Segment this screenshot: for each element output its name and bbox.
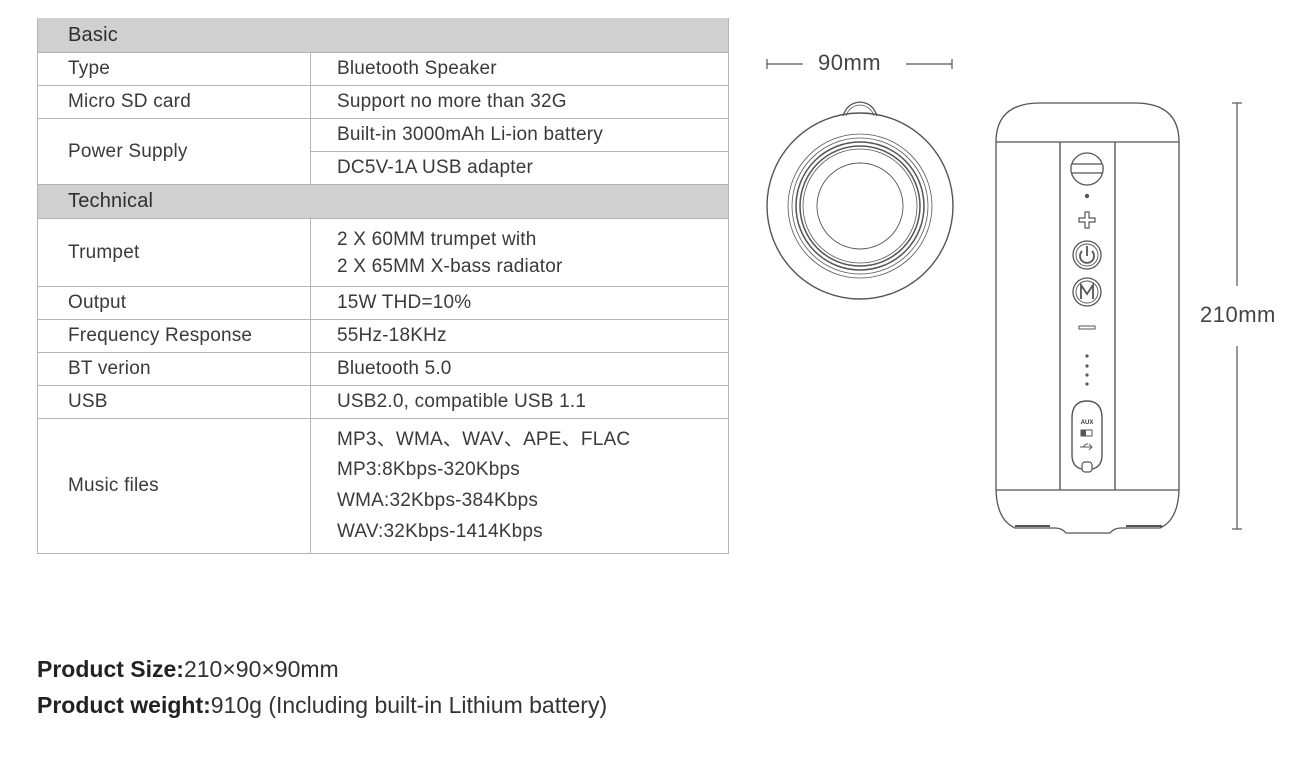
led-dot-icon (1084, 193, 1090, 199)
table-row: USB USB2.0, compatible USB 1.1 (37, 385, 729, 419)
spec-value: USB2.0, compatible USB 1.1 (310, 385, 729, 419)
spec-value-line: MP3、WMA、WAV、APE、FLAC (337, 428, 631, 450)
volume-down-icon (1078, 325, 1096, 330)
spec-value: Built-in 3000mAh Li-ion battery (310, 118, 729, 152)
product-weight-row: Product weight:910g (Including built-in … (37, 687, 607, 723)
spec-label: USB (37, 385, 311, 419)
spec-value-line: 2 X 60MM trumpet with (337, 228, 537, 250)
width-dimension-label: 90mm (818, 50, 882, 75)
spec-value: 55Hz-18KHz (310, 319, 729, 353)
section-title: Technical (37, 184, 729, 219)
spec-value-line: 2 X 65MM X-bass radiator (337, 255, 563, 277)
spec-label: Music files (37, 418, 311, 554)
product-info: Product Size:210×90×90mm Product weight:… (37, 651, 607, 723)
speaker-top-view-icon (766, 101, 954, 300)
width-dimension-line-icon (766, 59, 953, 69)
spec-value-line: WAV:32Kbps-1414Kbps (337, 520, 543, 542)
mode-icon (1072, 277, 1102, 307)
section-header-technical: Technical (37, 184, 729, 219)
spec-value-line: WMA:32Kbps-384Kbps (337, 489, 539, 511)
volume-up-icon (1078, 211, 1096, 229)
aux-port-label: AUX (1081, 420, 1094, 426)
product-weight-key: Product weight: (37, 692, 211, 718)
table-row: Music files MP3、WMA、WAV、APE、FLAC MP3:8Kb… (37, 418, 729, 554)
spec-label: Type (37, 52, 311, 86)
spec-value: Support no more than 32G (310, 85, 729, 119)
product-weight-value: 910g (Including built-in Lithium battery… (210, 692, 608, 718)
spec-value: MP3、WMA、WAV、APE、FLAC MP3:8Kbps-320Kbps W… (310, 418, 729, 554)
spec-label: Power Supply (37, 118, 311, 185)
spec-value: Bluetooth Speaker (310, 52, 729, 86)
product-size-row: Product Size:210×90×90mm (37, 651, 607, 687)
spec-label: BT verion (37, 352, 311, 386)
product-size-value: 210×90×90mm (183, 656, 339, 682)
table-row: Power Supply Built-in 3000mAh Li-ion bat… (37, 118, 729, 185)
table-row: Frequency Response 55Hz-18KHz (37, 319, 729, 353)
port-cover-icon (1071, 400, 1103, 473)
battery-led-dots-icon (1085, 354, 1089, 386)
spec-table: Basic Type Bluetooth Speaker Micro SD ca… (37, 18, 729, 554)
product-size-key: Product Size: (37, 656, 184, 682)
table-row: Type Bluetooth Speaker (37, 52, 729, 86)
spec-label: Trumpet (37, 218, 311, 287)
spec-value: 15W THD=10% (310, 286, 729, 320)
table-row: Trumpet 2 X 60MM trumpet with 2 X 65MM X… (37, 218, 729, 287)
power-icon (1072, 240, 1102, 270)
spec-value-line: MP3:8Kbps-320Kbps (337, 458, 520, 480)
height-dimension-label: 210mm (1200, 302, 1276, 327)
section-title: Basic (37, 18, 729, 53)
speaker-front-view-icon (995, 102, 1180, 534)
section-header-basic: Basic (37, 18, 729, 53)
height-dimension-line-icon (1232, 102, 1242, 530)
strap-button-icon (1070, 152, 1104, 186)
spec-label: Frequency Response (37, 319, 311, 353)
spec-value: 2 X 60MM trumpet with 2 X 65MM X-bass ra… (310, 218, 729, 287)
